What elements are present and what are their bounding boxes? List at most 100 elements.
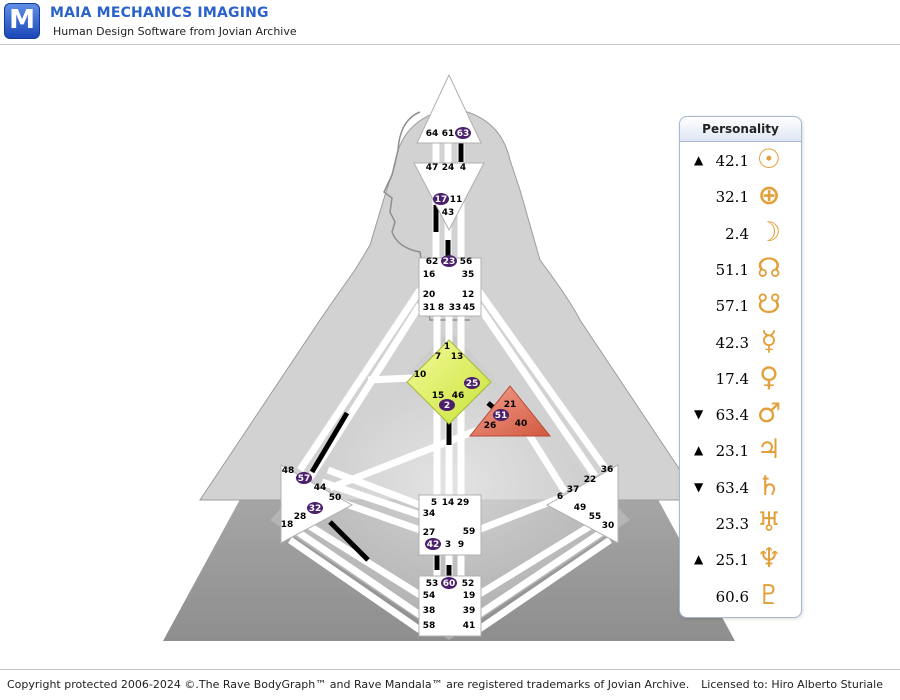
gate-label: 34 [423, 509, 436, 519]
saturn-icon: ♄ [756, 470, 782, 502]
gate-label: 59 [463, 527, 476, 537]
gate-activation-badge [296, 472, 312, 484]
gate-label: 33 [449, 303, 462, 313]
gate-label: 3 [445, 540, 451, 550]
gate-label: 5 [431, 498, 437, 508]
face-profile [383, 111, 470, 321]
gate-activation-badge [441, 577, 457, 589]
gate-line-value: 57.1 [715, 297, 749, 316]
gate-line-value: 60.6 [715, 587, 749, 606]
gate-label: 9 [458, 540, 464, 550]
gate-label: 55 [589, 512, 602, 522]
gate-label: 41 [463, 621, 476, 631]
mercury-icon: ☿ [760, 325, 778, 357]
gate-label: 26 [484, 421, 497, 431]
gate-label: 50 [329, 493, 342, 503]
planet-row: 17.4 ♀ [680, 361, 801, 397]
gate-label: 43 [442, 208, 455, 218]
neptune-icon: ♆ [756, 543, 782, 575]
gate-label: 15 [432, 391, 445, 401]
gate-line-value: 25.1 [715, 551, 749, 570]
planet-row: 2.4☽ [680, 216, 801, 252]
gate-label: 8 [438, 303, 444, 313]
gate-label: 57 [298, 474, 311, 484]
gate-label: 58 [423, 621, 436, 631]
gate-label: 18 [281, 520, 294, 530]
gate-label: 38 [423, 606, 436, 616]
personality-title: Personality [680, 117, 801, 142]
gate-label: 47 [426, 163, 439, 173]
gate-activation-badge [441, 255, 457, 267]
gate-line-value: 63.4 [715, 406, 749, 425]
gate-label: 37 [567, 485, 580, 495]
gate-label: 45 [463, 303, 476, 313]
gate-label: 24 [442, 163, 455, 173]
gate-label: 23 [443, 257, 456, 267]
app-subtitle: Human Design Software from Jovian Archiv… [53, 25, 297, 38]
moon-icon: ☽ [756, 216, 782, 248]
gate-label: 56 [460, 257, 473, 267]
app-footer: Copyright protected 2006-2024 ©.The Rave… [0, 669, 900, 700]
personality-panel: Personality ▲42.1☉ 32.1 ⊕ 2.4☽ 51.1 ☊ 57.1 ☋ 42.… [679, 116, 802, 618]
heart-center [468, 385, 552, 437]
gate-label: 42 [427, 540, 440, 550]
gate-label: 46 [452, 391, 465, 401]
gate-label: 27 [423, 528, 436, 538]
planet-row: 60.6 ♇ [680, 579, 801, 615]
gate-activation-badge [439, 399, 455, 411]
gate-label: 44 [314, 483, 327, 493]
planet-row: ▲23.1♃ [680, 433, 801, 469]
venus-icon: ♀ [759, 361, 779, 393]
gate-line-value: 23.1 [715, 442, 749, 461]
gate-label: 49 [574, 503, 587, 513]
fixing-arrow: ▼ [694, 479, 704, 494]
gate-label: 1 [444, 342, 450, 352]
gate-label: 25 [466, 379, 479, 389]
throat-center [418, 257, 482, 317]
gate-line-value: 23.3 [715, 515, 749, 533]
north-node-icon: ☊ [757, 252, 781, 284]
app-header: M MAIA MECHANICS IMAGING Human Design So… [0, 0, 900, 45]
gate-line-value: 42.1 [715, 152, 749, 170]
ajna-center [413, 162, 485, 232]
g-center [406, 339, 492, 425]
gate-label: 6 [557, 492, 563, 502]
gate-label: 14 [442, 498, 455, 508]
pluto-icon: ♇ [756, 579, 782, 611]
gate-line-value: 17.4 [715, 369, 749, 388]
copyright-text: Copyright protected 2006-2024 ©.The Rave… [7, 678, 690, 691]
app-logo: M [4, 3, 40, 39]
gate-label: 54 [423, 591, 436, 601]
gate-label: 40 [515, 419, 528, 429]
gate-label: 2 [444, 401, 450, 411]
gate-label: 22 [584, 475, 597, 485]
license-text: Licensed to: Hiro Alberto Sturiale [701, 678, 883, 691]
gate-line-value: 51.1 [715, 260, 749, 279]
planet-row: 32.1 ⊕ [680, 179, 801, 215]
gate-activation-badge [307, 502, 323, 514]
gate-line-value: 63.4 [715, 478, 749, 497]
gate-label: 16 [423, 270, 436, 280]
app-title: MAIA MECHANICS IMAGING [50, 5, 269, 21]
south-node-icon: ☋ [757, 289, 781, 321]
gate-label: 17 [435, 195, 448, 205]
gate-label: 62 [426, 257, 439, 267]
gate-line-value: 42.3 [715, 333, 749, 352]
gate-label: 61 [442, 129, 455, 139]
gate-label: 39 [463, 606, 476, 616]
gate-activation-badge [464, 377, 480, 389]
earth-icon: ⊕ [757, 180, 781, 212]
gate-label: 12 [462, 290, 475, 300]
planet-row: ▲42.1☉ [680, 143, 801, 179]
gate-label: 21 [504, 400, 517, 410]
gate-label: 53 [426, 579, 439, 589]
planet-row: 42.3 ☿ [680, 325, 801, 361]
gate-activation-badge [493, 409, 509, 421]
gate-label: 48 [282, 466, 295, 476]
gate-label: 19 [463, 591, 476, 601]
gate-label: 31 [423, 303, 436, 313]
gate-line-value: 32.1 [715, 188, 749, 207]
gate-label: 30 [602, 521, 615, 531]
